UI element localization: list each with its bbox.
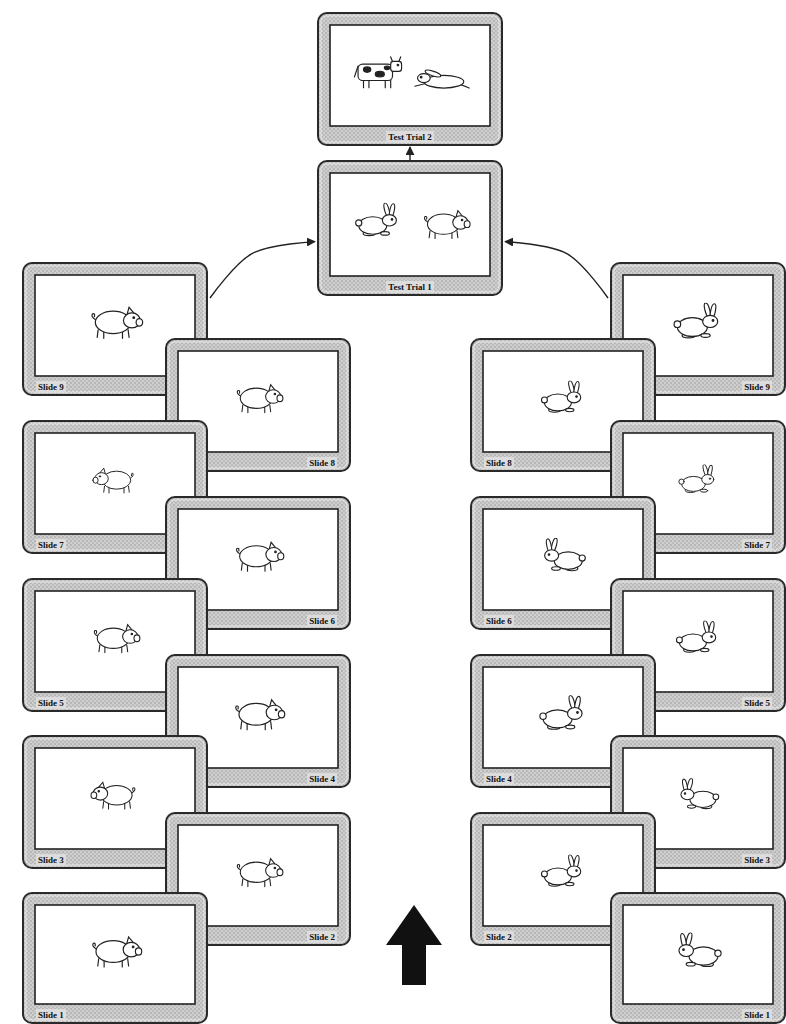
rabbit-drawing <box>679 464 714 492</box>
frame-border <box>23 893 207 1023</box>
trial-label: Test Trial 2 <box>386 131 433 143</box>
frame-highlight <box>321 16 499 142</box>
slide-label: Slide 2 <box>484 931 514 943</box>
slide-label: Slide 5 <box>742 697 772 709</box>
slide-screen <box>330 173 490 276</box>
frame-border <box>318 161 502 295</box>
pig-figure <box>237 542 284 571</box>
slide-frame: Slide 1 <box>22 892 208 1024</box>
rabbit-figure <box>676 620 715 652</box>
slide-screen <box>330 25 490 126</box>
rabbit-figure <box>674 302 718 338</box>
slide-label: Slide 4 <box>307 773 337 785</box>
frame-highlight <box>321 164 499 292</box>
rabbit-figure <box>545 538 586 571</box>
rabbit-drawing <box>541 380 580 412</box>
pig-drawing <box>91 782 135 809</box>
rabbit-drawing <box>540 695 582 729</box>
slide-label: Slide 5 <box>36 697 66 709</box>
slide-label: Slide 4 <box>484 773 514 785</box>
pig-figure <box>93 468 134 493</box>
pig-figure <box>237 385 283 413</box>
slide-label: Slide 6 <box>307 615 337 627</box>
slide-screen <box>623 905 773 1004</box>
frame-graphic <box>610 892 786 1024</box>
pig-figure <box>94 625 140 653</box>
slide-label: Slide 6 <box>484 615 514 627</box>
rabbit-figure <box>679 932 721 966</box>
pig-drawing <box>94 625 140 653</box>
frame-highlight <box>26 896 204 1020</box>
rabbit-figure <box>679 464 714 492</box>
rabbit-drawing <box>356 202 397 235</box>
rabbit-drawing <box>679 932 721 966</box>
rabbit-drawing <box>681 778 719 809</box>
lying-figure <box>415 69 469 88</box>
cow-figure <box>354 57 401 88</box>
rabbit-figure <box>540 695 582 729</box>
rabbit-drawing <box>545 538 586 571</box>
slide-label: Slide 8 <box>484 457 514 469</box>
pig-drawing <box>237 385 283 413</box>
test-trial-frame: Test Trial 1 <box>317 160 503 296</box>
flow-arrow <box>210 242 315 298</box>
slide-screen <box>35 905 195 1004</box>
frame-graphic <box>22 892 208 1024</box>
pig-drawing <box>237 542 284 571</box>
slide-label: Slide 1 <box>742 1009 772 1021</box>
rabbit-drawing <box>541 854 580 886</box>
pig-drawing <box>93 468 134 493</box>
pig-drawing <box>92 307 143 338</box>
frame-border <box>318 13 502 145</box>
flow-arrow <box>505 242 608 298</box>
rabbit-drawing <box>674 302 718 338</box>
rabbit-figure <box>541 854 580 886</box>
frame-border <box>611 893 785 1023</box>
slide-label: Slide 9 <box>36 381 66 393</box>
pig-figure <box>92 307 143 338</box>
lying-drawing <box>415 69 469 88</box>
frame-graphic <box>317 160 503 296</box>
rabbit-figure <box>541 380 580 412</box>
rabbit-figure <box>356 202 397 235</box>
pig-figure <box>236 700 285 730</box>
slide-label: Slide 2 <box>307 931 337 943</box>
pig-drawing <box>237 859 283 887</box>
slide-label: Slide 3 <box>36 854 66 866</box>
slide-label: Slide 7 <box>36 539 66 551</box>
pig-figure <box>237 859 283 887</box>
frame-graphic <box>317 12 503 146</box>
cow-drawing <box>354 57 401 88</box>
pig-drawing <box>424 211 470 239</box>
test-trial-frame: Test Trial 2 <box>317 12 503 146</box>
slide-label: Slide 3 <box>742 854 772 866</box>
pig-figure <box>93 937 142 967</box>
slide-label: Slide 7 <box>742 539 772 551</box>
pig-drawing <box>236 700 285 730</box>
trial-label: Test Trial 1 <box>386 281 433 293</box>
rabbit-drawing <box>676 620 715 652</box>
slide-label: Slide 1 <box>36 1009 66 1021</box>
slide-label: Slide 9 <box>742 381 772 393</box>
slide-label: Slide 8 <box>307 457 337 469</box>
rabbit-figure <box>681 778 719 809</box>
slide-frame: Slide 1 <box>610 892 786 1024</box>
pig-figure <box>424 211 470 239</box>
flow-arrow <box>409 147 410 160</box>
pig-drawing <box>93 937 142 967</box>
pig-figure <box>91 782 135 809</box>
direction-arrow <box>386 905 442 985</box>
frame-highlight <box>614 896 782 1020</box>
